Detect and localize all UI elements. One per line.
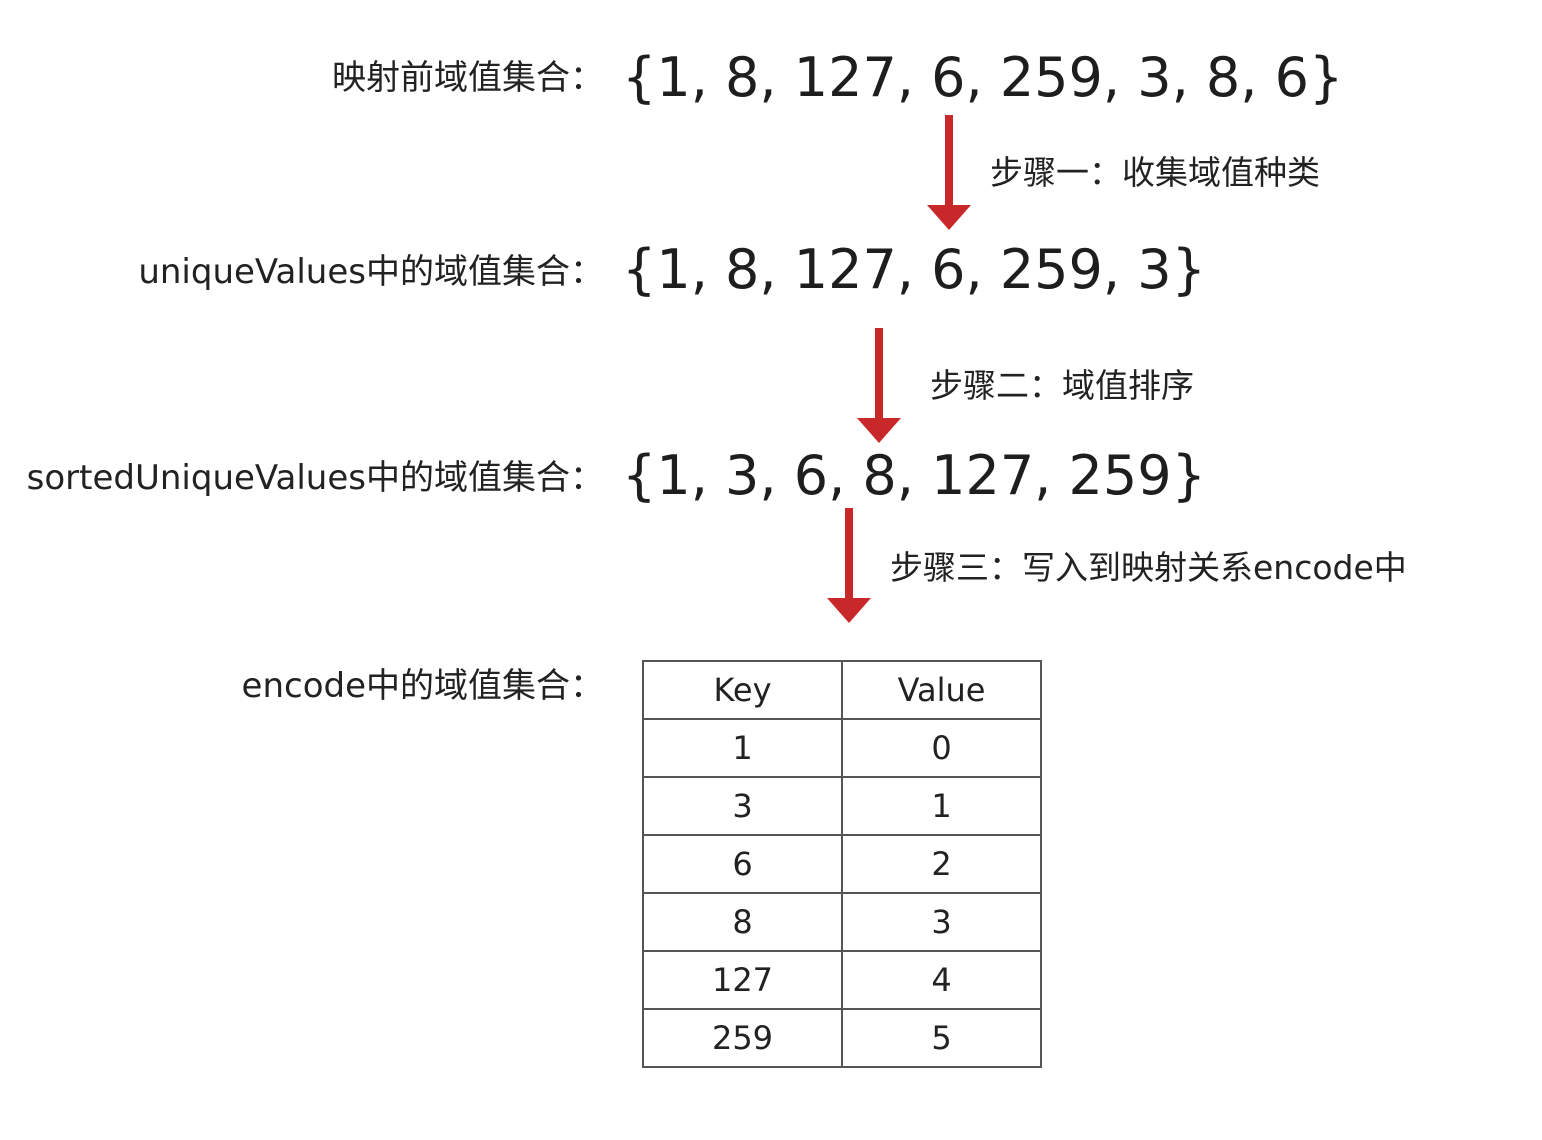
value-cell: 4 — [841, 950, 1042, 1010]
pre-mapping-label: 映射前域值集合： — [332, 58, 604, 98]
encode-table: Key Value 1 0 3 1 6 2 8 3 127 4 259 5 — [642, 660, 1042, 1068]
step-three-label: 步骤三：写入到映射关系encode中 — [890, 548, 1407, 587]
encode-label: encode中的域值集合： — [241, 666, 604, 706]
table-row: 6 2 — [642, 834, 1042, 894]
value-cell: 0 — [841, 718, 1042, 778]
key-cell: 3 — [642, 776, 843, 836]
key-cell: 8 — [642, 892, 843, 952]
value-cell: 1 — [841, 776, 1042, 836]
column-header-value: Value — [841, 660, 1042, 720]
arrow-down-icon — [827, 508, 871, 623]
table-row: 1 0 — [642, 718, 1042, 778]
step-two-label: 步骤二：域值排序 — [930, 366, 1194, 405]
unique-values-set: {1, 8, 127, 6, 259, 3} — [622, 238, 1206, 301]
table-row: 3 1 — [642, 776, 1042, 836]
arrow-down-icon — [927, 115, 971, 230]
pre-mapping-set: {1, 8, 127, 6, 259, 3, 8, 6} — [622, 46, 1344, 109]
sorted-unique-values-label: sortedUniqueValues中的域值集合： — [26, 458, 604, 498]
key-cell: 1 — [642, 718, 843, 778]
value-cell: 5 — [841, 1008, 1042, 1068]
table-row: 127 4 — [642, 950, 1042, 1010]
table-header-row: Key Value — [642, 660, 1042, 720]
step-one-label: 步骤一：收集域值种类 — [990, 153, 1320, 192]
key-cell: 127 — [642, 950, 843, 1010]
column-header-key: Key — [642, 660, 843, 720]
sorted-unique-values-set: {1, 3, 6, 8, 127, 259} — [622, 444, 1206, 507]
key-cell: 6 — [642, 834, 843, 894]
arrow-down-icon — [857, 328, 901, 443]
table-row: 8 3 — [642, 892, 1042, 952]
unique-values-label: uniqueValues中的域值集合： — [138, 252, 604, 292]
value-cell: 2 — [841, 834, 1042, 894]
key-cell: 259 — [642, 1008, 843, 1068]
value-cell: 3 — [841, 892, 1042, 952]
table-row: 259 5 — [642, 1008, 1042, 1068]
